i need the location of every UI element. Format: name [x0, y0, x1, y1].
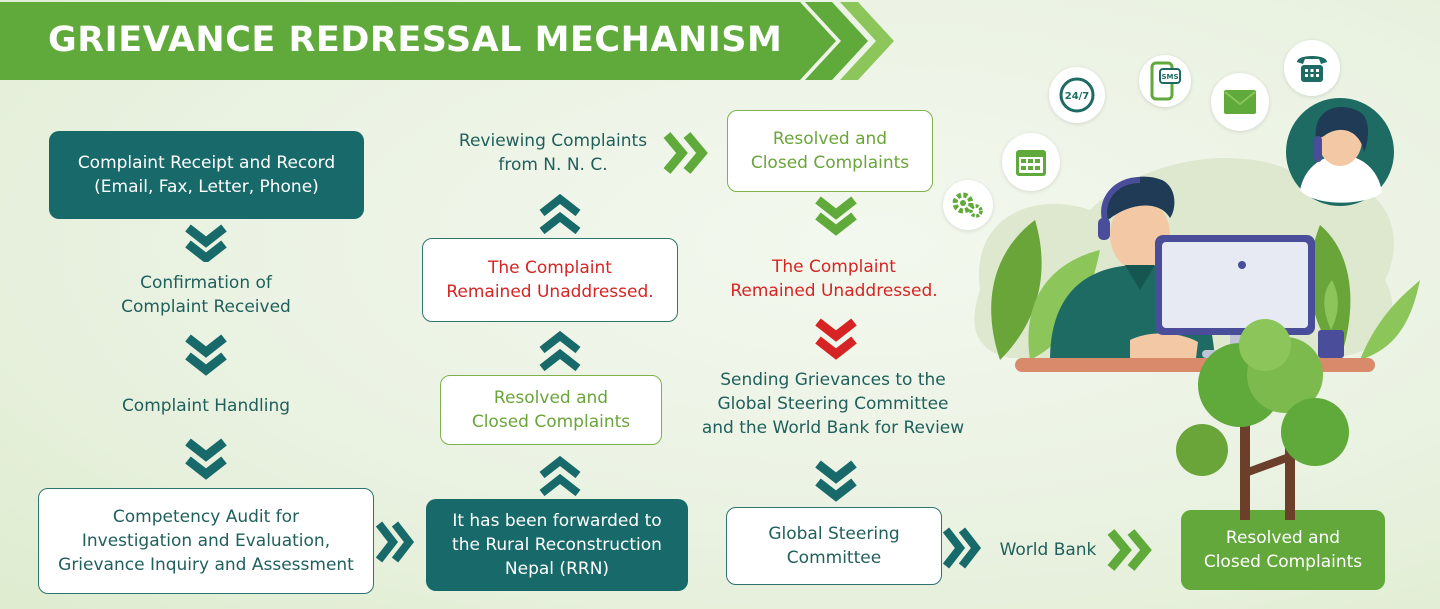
resolved-final-text: Resolved and Closed Complaints — [1203, 528, 1363, 572]
unaddressed-right-label: The Complaint Remained Unaddressed. — [730, 257, 938, 301]
competency-audit-box: Competency Audit for Investigation and E… — [38, 488, 374, 594]
chevron-up-icon — [539, 330, 581, 372]
confirmation-label: Confirmation of Complaint Received — [121, 273, 291, 317]
clock-24-7-icon: 24/7 — [1049, 67, 1105, 123]
clock-24-7-text: 24/7 — [1065, 91, 1090, 102]
complaint-receipt-box: Complaint Receipt and Record (Email, Fax… — [49, 131, 364, 219]
chevron-right-icon — [942, 527, 982, 569]
calendar-icon — [1002, 133, 1060, 191]
global-steering-text: Global Steering Committee — [768, 524, 900, 568]
chevron-down-icon — [815, 196, 857, 236]
unaddressed-mid-box: The Complaint Remained Unaddressed. — [422, 238, 678, 322]
chevron-up-icon — [539, 193, 581, 235]
forwarded-rrn-box: It has been forwarded to the Rural Recon… — [426, 499, 688, 591]
sms-text: SMS — [1161, 73, 1178, 81]
chevron-down-icon — [815, 460, 857, 502]
chevron-down-icon — [185, 334, 227, 376]
sending-grievances-label: Sending Grievances to the Global Steerin… — [701, 370, 965, 438]
resolved-closed-mid-box: Resolved and Closed Complaints — [440, 375, 662, 445]
chevron-right-icon — [663, 132, 708, 174]
page-title: GRIEVANCE REDRESSAL MECHANISM — [48, 20, 783, 60]
complaint-receipt-text: Complaint Receipt and Record (Email, Fax… — [77, 153, 336, 197]
chevron-down-icon — [185, 224, 227, 262]
chevron-right-icon — [375, 521, 415, 563]
chevron-down-icon — [185, 438, 227, 480]
global-steering-box: Global Steering Committee — [726, 507, 942, 585]
resolved-closed-mid-text: Resolved and Closed Complaints — [471, 388, 631, 432]
unaddressed-mid-text: The Complaint Remained Unaddressed. — [446, 258, 654, 302]
resolved-closed-top-text: Resolved and Closed Complaints — [750, 129, 910, 173]
title-banner — [0, 2, 894, 80]
support-illustration — [974, 98, 1420, 520]
chevron-up-icon — [539, 455, 581, 497]
chevron-right-icon — [1107, 529, 1152, 571]
resolved-closed-top-box: Resolved and Closed Complaints — [727, 110, 933, 192]
resolved-final-box: Resolved and Closed Complaints — [1181, 510, 1385, 590]
competency-audit-text: Competency Audit for Investigation and E… — [58, 507, 354, 575]
telephone-icon — [1284, 40, 1340, 96]
chevron-down-icon — [815, 318, 857, 360]
world-bank-label: World Bank — [999, 540, 1097, 560]
sms-phone-icon: SMS — [1139, 55, 1191, 107]
gear-icon — [943, 180, 993, 230]
forwarded-rrn-text: It has been forwarded to the Rural Recon… — [452, 511, 662, 579]
complaint-handling-label: Complaint Handling — [121, 396, 291, 416]
mail-icon — [1211, 73, 1269, 131]
reviewing-complaints-label: Reviewing Complaints from N. N. C. — [458, 131, 648, 175]
